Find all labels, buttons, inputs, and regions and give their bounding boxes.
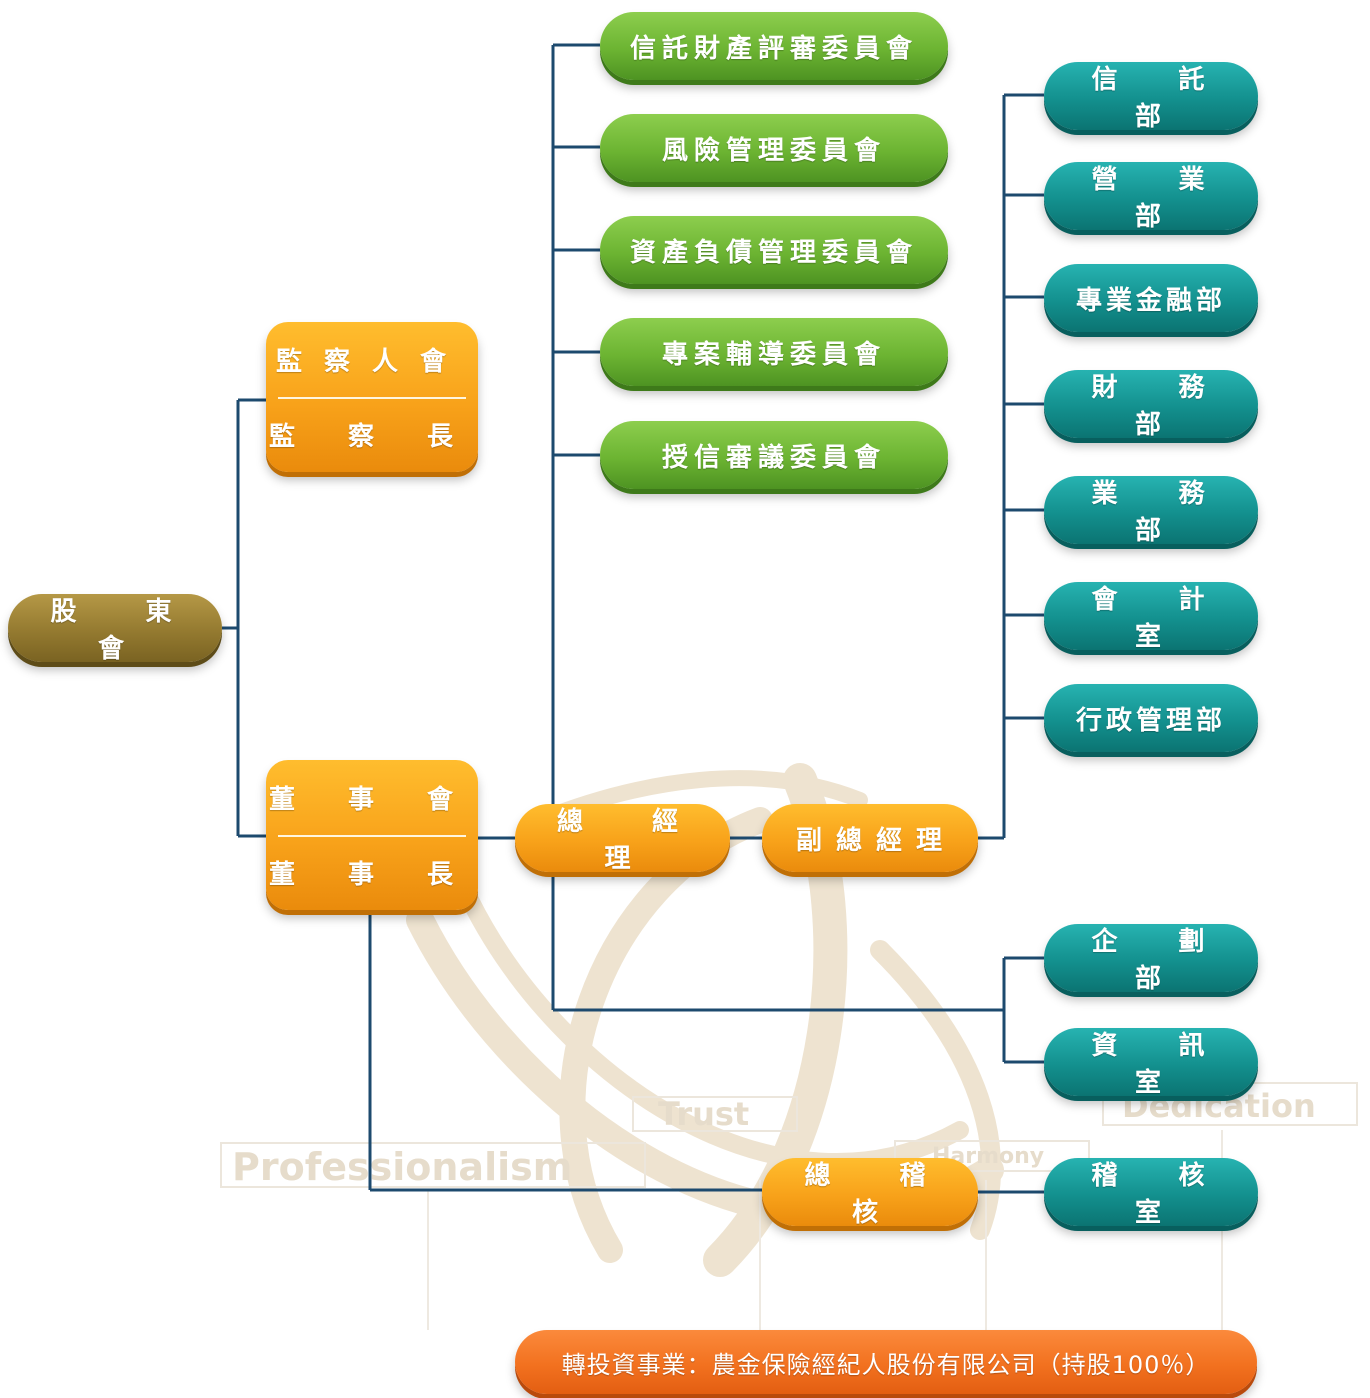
department-label: 行政管理部 bbox=[1075, 705, 1226, 736]
reinvestment-label: 轉投資事業：農金保險經紀人股份有限公司（持股100％） bbox=[561, 1350, 1211, 1379]
evp-label: 副總經理 bbox=[795, 825, 956, 856]
president-label: 總 經 理 bbox=[556, 807, 709, 874]
department-label: 財 務 部 bbox=[1091, 373, 1231, 440]
committee-credit-review-node: 授信審議委員會 bbox=[600, 421, 948, 489]
committee-risk-management-node: 風險管理委員會 bbox=[600, 114, 948, 182]
department-operations-node: 營 業 部 bbox=[1044, 162, 1258, 232]
committee-label: 風險管理委員會 bbox=[661, 135, 886, 166]
committee-asset-liability-node: 資產負債管理委員會 bbox=[600, 216, 948, 284]
committee-label: 授信審議委員會 bbox=[661, 442, 886, 473]
department-accounting-node: 會 計 室 bbox=[1044, 582, 1258, 652]
supervisors-divider bbox=[278, 397, 466, 399]
board-of-directors-label: 董 事 會 bbox=[268, 785, 476, 815]
department-finance-node: 財 務 部 bbox=[1044, 370, 1258, 440]
chief-auditor-node: 總 稽 核 bbox=[762, 1158, 978, 1228]
audit-office-label: 稽 核 室 bbox=[1091, 1161, 1231, 1228]
watermark-trust: Trust bbox=[632, 1096, 798, 1132]
board-box: 董 事 會 董 事 長 bbox=[266, 760, 478, 910]
shareholders-meeting-label: 股 東 會 bbox=[50, 597, 202, 664]
department-label: 業 務 部 bbox=[1091, 479, 1231, 546]
chairman-label: 董 事 長 bbox=[268, 860, 476, 890]
committee-project-guidance-node: 專案輔導委員會 bbox=[600, 318, 948, 386]
chief-supervisor-label: 監 察 長 bbox=[268, 422, 476, 452]
reinvestment-bar: 轉投資事業：農金保險經紀人股份有限公司（持股100％） bbox=[515, 1330, 1257, 1394]
audit-office-node: 稽 核 室 bbox=[1044, 1158, 1258, 1228]
watermark-professionalism: Professionalism bbox=[220, 1142, 646, 1188]
department-planning-node: 企 劃 部 bbox=[1044, 924, 1258, 994]
department-label: 資 訊 室 bbox=[1091, 1031, 1231, 1098]
department-it-node: 資 訊 室 bbox=[1044, 1028, 1258, 1098]
department-label: 信 託 部 bbox=[1091, 65, 1231, 132]
department-label: 營 業 部 bbox=[1091, 165, 1231, 232]
president-node: 總 經 理 bbox=[515, 804, 730, 874]
shareholders-meeting-node: 股 東 會 bbox=[8, 594, 222, 664]
department-business-node: 業 務 部 bbox=[1044, 476, 1258, 546]
department-label: 專業金融部 bbox=[1075, 285, 1226, 316]
committee-label: 信託財產評審委員會 bbox=[629, 33, 918, 64]
department-label: 會 計 室 bbox=[1091, 585, 1231, 652]
committee-trust-property-node: 信託財產評審委員會 bbox=[600, 12, 948, 80]
chief-auditor-label: 總 稽 核 bbox=[804, 1161, 956, 1228]
board-divider bbox=[278, 835, 466, 837]
committee-label: 專案輔導委員會 bbox=[661, 339, 886, 370]
department-trust-node: 信 託 部 bbox=[1044, 62, 1258, 132]
department-administration-node: 行政管理部 bbox=[1044, 684, 1258, 752]
committee-label: 資產負債管理委員會 bbox=[629, 237, 918, 268]
supervisors-board-label: 監察人會 bbox=[275, 347, 468, 377]
department-label: 企 劃 部 bbox=[1091, 927, 1231, 994]
department-specialized-finance-node: 專業金融部 bbox=[1044, 264, 1258, 332]
supervisors-box: 監察人會 監 察 長 bbox=[266, 322, 478, 472]
evp-node: 副總經理 bbox=[762, 804, 978, 872]
